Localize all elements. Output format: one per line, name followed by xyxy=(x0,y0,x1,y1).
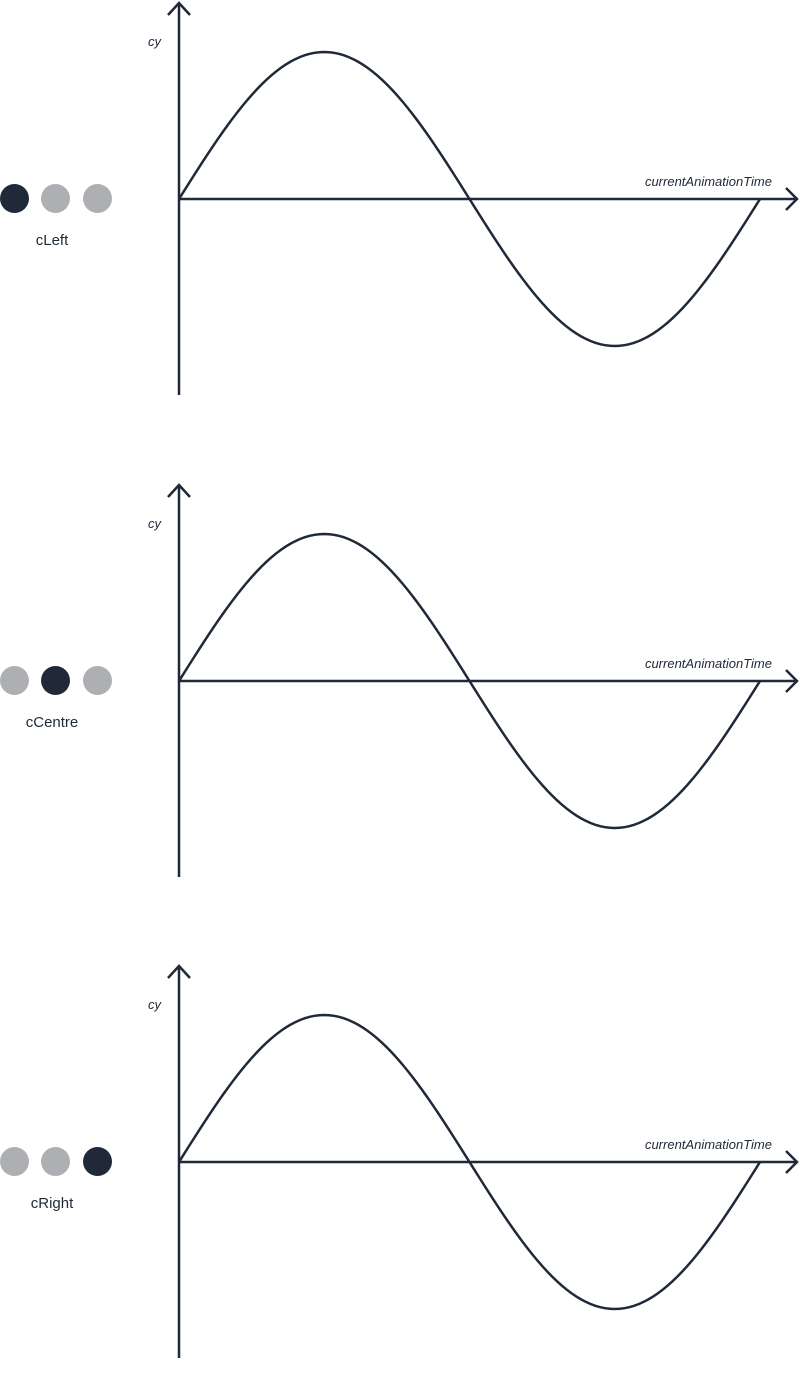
sine-curve xyxy=(177,1013,762,1311)
case-label: cCentre xyxy=(25,714,79,731)
dot-left xyxy=(0,666,29,695)
x-axis-label: currentAnimationTime xyxy=(645,656,772,671)
y-axis-arrowhead xyxy=(167,483,191,498)
sine-graph: cy currentAnimationTime xyxy=(148,1,799,395)
dot-right xyxy=(83,1147,112,1176)
dot-right xyxy=(83,666,112,695)
alignment-dots xyxy=(0,1147,113,1177)
y-axis-arrowhead xyxy=(167,964,191,979)
dot-centre xyxy=(41,184,70,213)
dot-right xyxy=(83,184,112,213)
panel-cleft: cLeft cy currentAnimationTime xyxy=(0,0,800,420)
panel-cright: cRight cy currentAnimationTime xyxy=(0,963,800,1383)
dot-centre xyxy=(41,666,70,695)
dot-left xyxy=(0,184,29,213)
sine-curve xyxy=(177,532,762,830)
x-axis-label: currentAnimationTime xyxy=(645,174,772,189)
y-axis-label: cy xyxy=(148,516,163,531)
x-axis-arrowhead xyxy=(785,187,799,211)
sine-curve xyxy=(177,50,762,348)
alignment-dots xyxy=(0,184,113,214)
y-axis-label: cy xyxy=(148,34,163,49)
dot-centre xyxy=(41,1147,70,1176)
case-label: cLeft xyxy=(35,232,69,249)
case-label: cRight xyxy=(30,1195,74,1212)
y-axis-arrowhead xyxy=(167,1,191,16)
dot-left xyxy=(0,1147,29,1176)
x-axis-label: currentAnimationTime xyxy=(645,1137,772,1152)
sine-graph: cy currentAnimationTime xyxy=(148,483,799,877)
alignment-dots xyxy=(0,666,113,696)
x-axis-arrowhead xyxy=(785,669,799,693)
panel-ccentre: cCentre cy currentAnimationTime xyxy=(0,482,800,902)
sine-graph: cy currentAnimationTime xyxy=(148,964,799,1358)
x-axis-arrowhead xyxy=(785,1150,799,1174)
y-axis-label: cy xyxy=(148,997,163,1012)
